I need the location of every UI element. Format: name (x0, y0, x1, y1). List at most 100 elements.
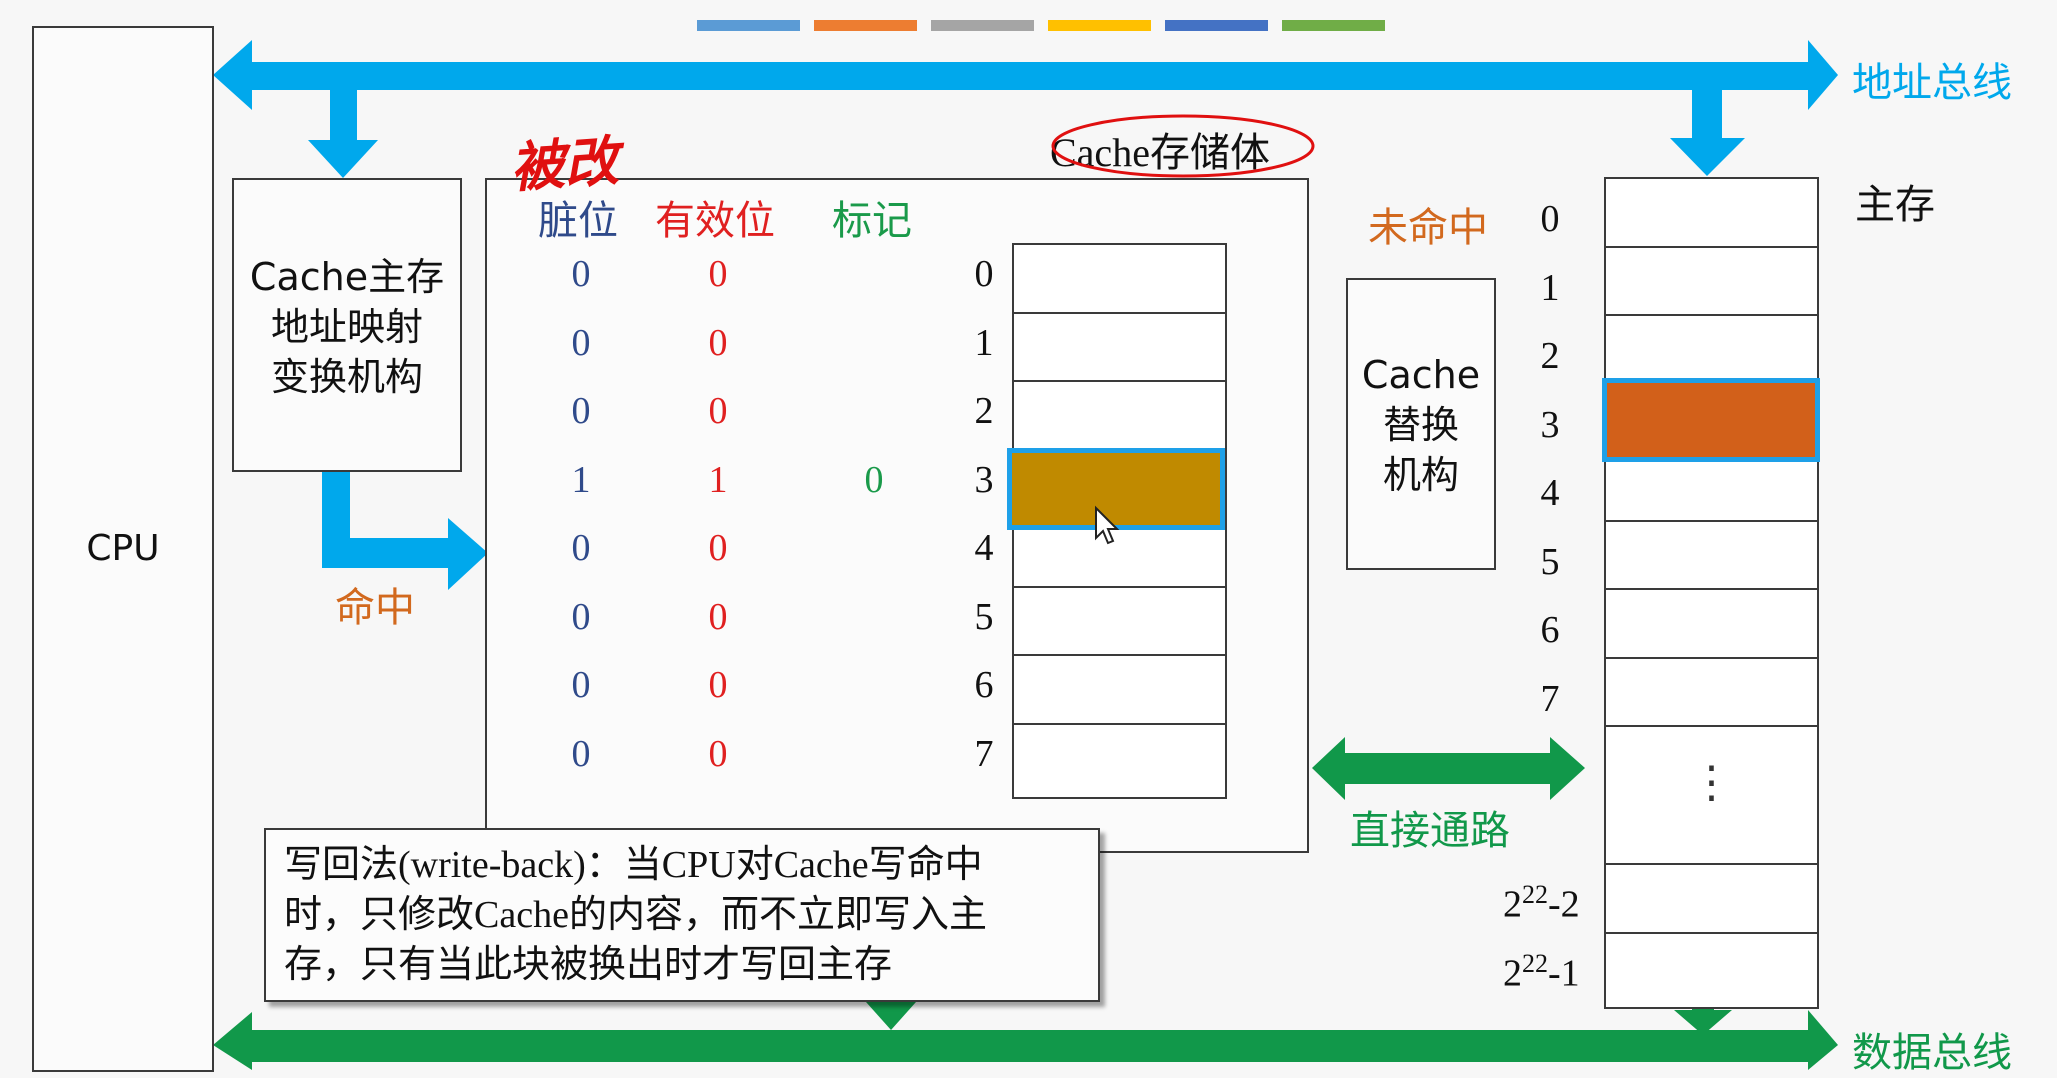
address-bus-arrow (213, 40, 1838, 110)
legend-bar (697, 20, 800, 31)
mapping-unit-line3: 变换机构 (270, 355, 423, 399)
write-back-line1: 写回法(write-back)：当CPU对Cache写命中 (284, 844, 983, 886)
cache-line-index: 5 (974, 595, 994, 638)
address-to-mapping-arrow (308, 90, 378, 178)
memory-block-index: 5 (1540, 540, 1560, 583)
index-base: 2 (1503, 883, 1522, 926)
memory-block-cell[interactable] (1606, 934, 1817, 1003)
cpu-box: CPU (32, 26, 214, 1072)
legend-bar (931, 20, 1034, 31)
cache-line-index: 4 (974, 527, 994, 569)
cache-line-cell[interactable] (1014, 382, 1225, 451)
memory-block-index: 0 (1540, 198, 1560, 240)
memory-last-index: 222-1 (1503, 949, 1580, 996)
cache-line-3-highlight[interactable] (1007, 448, 1225, 530)
cache-line-cell[interactable] (1014, 656, 1225, 725)
memory-block-index: 2 (1540, 335, 1560, 377)
hit-arrow (322, 472, 488, 590)
cache-storage-title: Cache存储体 (1050, 130, 1270, 175)
replacement-unit-line2: 替换 (1382, 403, 1459, 447)
legend-bar (1282, 20, 1385, 31)
valid-bit: 0 (708, 595, 728, 638)
memory-block-index: 7 (1540, 677, 1560, 720)
index-suffix: -1 (1548, 952, 1580, 995)
valid-bit: 0 (708, 732, 728, 775)
dirty-bit: 0 (571, 390, 591, 432)
cache-line-cell[interactable] (1014, 245, 1225, 314)
memory-block-index: 4 (1540, 472, 1560, 514)
cache-line-cell[interactable] (1014, 588, 1225, 656)
replacement-unit-line3: 机构 (1382, 453, 1459, 497)
cache-line-index: 1 (974, 321, 994, 364)
legend-bar (814, 20, 917, 31)
write-back-note: 写回法(write-back)：当CPU对Cache写命中 时，只修改Cache… (264, 828, 1100, 1002)
valid-bit: 0 (708, 527, 728, 569)
dirty-bit: 0 (571, 732, 591, 775)
valid-bit: 0 (708, 390, 728, 432)
cache-line-index: 3 (974, 458, 994, 501)
memory-block-cell[interactable] (1606, 659, 1817, 727)
memory-block-index: 3 (1540, 403, 1560, 446)
mapping-unit-box: Cache主存 地址映射 变换机构 (232, 178, 462, 472)
hit-label: 命中 (335, 585, 415, 631)
note-to-databus-arrow (866, 1002, 916, 1030)
cpu-label: CPU (86, 528, 160, 569)
direct-path-arrow (1312, 737, 1585, 800)
cache-line-cell[interactable] (1014, 519, 1225, 588)
memory-block-cell[interactable] (1606, 453, 1817, 522)
index-exponent: 22 (1522, 948, 1548, 978)
dirty-bit: 0 (571, 321, 591, 364)
memory-block-cell[interactable] (1606, 316, 1817, 385)
index-exponent: 22 (1522, 880, 1548, 909)
main-memory-blocks: ⋮ (1604, 177, 1819, 1009)
valid-header: 有效位 (655, 198, 775, 244)
dirty-bit: 0 (571, 527, 591, 569)
memory-block-3-highlight[interactable] (1602, 378, 1820, 462)
memory-block-cell[interactable] (1606, 522, 1817, 590)
memory-block-cell[interactable] (1606, 179, 1817, 248)
cache-line-index: 6 (974, 664, 994, 706)
valid-bit: 0 (708, 321, 728, 364)
valid-bit: 0 (708, 664, 728, 706)
dirty-bit: 0 (571, 664, 591, 706)
memory-last-index: 222-2 (1503, 880, 1580, 927)
dirty-header: 脏位 (538, 198, 618, 244)
memory-block-cell[interactable] (1606, 248, 1817, 316)
memory-block-index: 1 (1540, 266, 1560, 309)
memory-ellipsis-cell[interactable]: ⋮ (1606, 727, 1817, 865)
main-memory-label: 主存 (1855, 182, 1935, 228)
mapping-unit-line1: Cache主存 (249, 255, 445, 299)
replacement-unit-box: Cache 替换 机构 (1346, 278, 1496, 570)
memory-block-index: 6 (1540, 609, 1560, 651)
tag-value: 0 (864, 458, 884, 501)
index-base: 2 (1503, 952, 1522, 995)
miss-label: 未命中 (1368, 205, 1488, 251)
data-bus-label: 数据总线 (1852, 1030, 2012, 1076)
cache-line-index: 2 (974, 390, 994, 432)
index-suffix: -2 (1548, 883, 1580, 926)
tag-header: 标记 (832, 198, 912, 244)
write-back-line2: 时，只修改Cache的内容，而不立即写入主 (284, 894, 987, 936)
memory-ellipsis: ⋮ (1689, 758, 1734, 807)
cache-line-cell[interactable] (1014, 725, 1225, 794)
dirty-bit: 0 (571, 253, 591, 295)
legend-bar (1165, 20, 1268, 31)
dirty-bit: 0 (571, 595, 591, 638)
valid-bit: 0 (708, 253, 728, 295)
data-bus-arrow (213, 1010, 1838, 1070)
replacement-unit-line1: Cache (1361, 353, 1481, 397)
dirty-bit: 1 (571, 458, 591, 501)
valid-bit: 1 (708, 458, 728, 501)
direct-path-label: 直接通路 (1350, 808, 1510, 854)
legend-bar (1048, 20, 1151, 31)
cache-line-index: 0 (974, 253, 994, 295)
cache-line-cell[interactable] (1014, 314, 1225, 382)
address-to-memory-arrow (1670, 90, 1745, 176)
write-back-line3: 存，只有当此块被换出时才写回主存 (284, 944, 893, 986)
memory-block-cell[interactable] (1606, 590, 1817, 659)
address-bus-label: 地址总线 (1852, 60, 2012, 106)
mapping-unit-line2: 地址映射 (270, 305, 423, 349)
cache-line-index: 7 (974, 732, 994, 775)
memory-block-cell[interactable] (1606, 865, 1817, 934)
